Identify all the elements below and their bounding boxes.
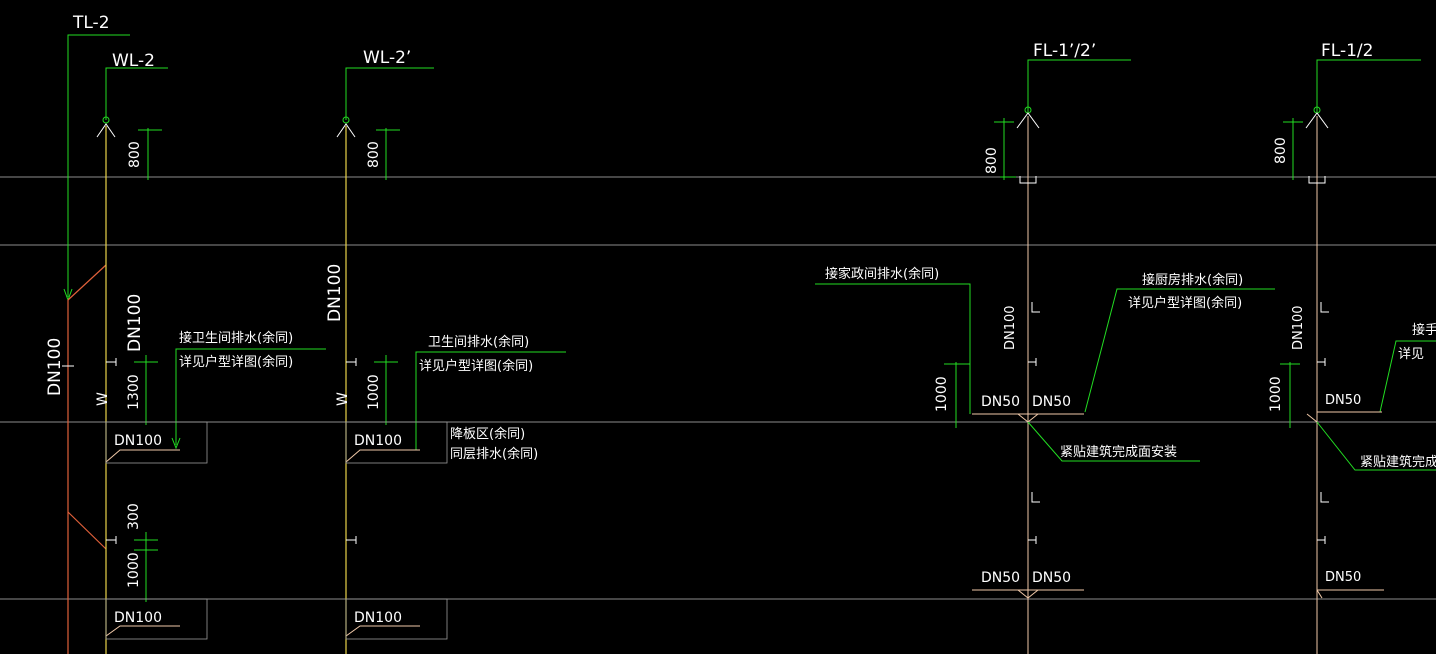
size-label: DN50 [1325,393,1361,408]
leader-line [415,351,566,450]
size-label: DN100 [354,610,402,626]
sunken-box [105,598,208,640]
size-label: DN100 [114,433,162,449]
note-see-unit-detail: 详见户型详图(余同) [1128,295,1242,311]
branch-pipe [345,449,420,463]
size-label: DN100 [325,264,345,322]
sunken-box [345,598,448,640]
dim-800: 800 [127,141,143,168]
branch-pipe [1027,589,1039,599]
leader-line [345,67,434,120]
riser-fl12 [1280,59,1436,654]
dim-300: 300 [126,503,142,530]
note-see-unit-partial: 详见 [1398,347,1424,362]
vent-cap-icon [342,116,350,124]
pipe-label-fl12: FL-1/2 [1321,41,1373,61]
dim-800: 800 [984,147,1000,174]
cleanout-mark [1320,302,1329,313]
note-same-floor-drain: 同层排水(余同) [450,446,538,462]
leader-line [1027,59,1131,112]
pipe-red-branch [67,511,107,550]
vent-cap-icon [96,123,116,138]
cleanout-mark [1031,302,1040,313]
note-laundry-drain: 接家政间排水(余同) [825,266,939,282]
pipe-label-wl2p: WL-2’ [363,48,411,68]
w-mark: W [95,392,111,406]
branch-pipe [1316,589,1323,599]
dim-1000: 1000 [366,374,382,410]
size-label: DN50 [981,394,1020,410]
branch-pipe [1017,589,1029,599]
leader-line [67,34,130,297]
leader-line [1027,421,1200,462]
note-kitchen-drain: 接厨房排水(余同) [1142,272,1243,288]
dim-800: 800 [366,141,382,168]
size-label: DN50 [1032,394,1071,410]
note-toilet-drain: 卫生间排水(余同) [428,334,529,350]
leader-line [105,67,168,120]
leader-line [1316,59,1421,112]
size-label: DN100 [45,338,65,396]
floor-lines [0,176,1436,600]
note-sunken-zone: 降板区(余同) [450,426,525,442]
size-label: DN50 [981,570,1020,586]
pipe-label-wl2: WL-2 [112,51,155,71]
branch-pipe [1306,413,1318,423]
floor-sleeve [1019,176,1037,184]
riser-wl2 [96,67,326,654]
vent-cap-icon [1305,112,1329,129]
dim-1000: 1000 [126,552,142,588]
leader-line [1379,340,1436,413]
cleanout-mark [1320,492,1329,503]
branch-pipe [1027,413,1039,423]
sunken-box [345,421,448,464]
w-mark: W [335,392,351,406]
note-see-unit-detail: 详见户型详图(余同) [179,354,293,370]
cleanout-mark [1031,492,1040,503]
riser-tl2 [62,34,130,654]
dim-1000: 1000 [1268,376,1284,412]
riser-wl2p [336,67,566,654]
size-label: DN50 [1325,570,1361,585]
size-label: DN100 [114,610,162,626]
leader-line [175,348,326,445]
branch-pipe [105,625,180,637]
pipe-label-tl2: TL-2 [72,13,110,33]
branch-pipe [105,449,180,463]
size-label: DN100 [1291,305,1306,350]
vent-cap-icon [336,123,356,138]
note-hand-wash-partial: 接手 [1412,322,1436,338]
size-label: DN100 [125,294,145,352]
arrow-head [171,437,181,450]
sunken-box [105,421,208,464]
branch-pipe [345,625,420,637]
branch-pipe [1017,413,1029,423]
dim-1000: 1000 [934,376,950,412]
size-label: DN100 [354,433,402,449]
leader-line [815,283,971,414]
pipe-red-branch [67,264,107,301]
leader-line [1084,288,1275,413]
note-install-partial: 紧贴建筑完成面 [1360,454,1436,470]
size-label: DN100 [1003,305,1018,350]
dim-1300: 1300 [126,374,142,410]
vent-cap-icon [1016,112,1040,129]
leader-line [1316,421,1436,471]
pipe-label-fl12p: FL-1’/2’ [1033,41,1096,61]
floor-sleeve [1308,176,1326,184]
note-install-at-finish: 紧贴建筑完成面安装 [1060,444,1177,460]
size-label: DN50 [1032,570,1071,586]
riser-fl12p [815,59,1275,654]
dim-800: 800 [1273,137,1289,164]
vent-cap-icon [102,116,110,124]
note-see-unit-detail: 详见户型详图(余同) [419,358,533,374]
note-toilet-drain-same: 接卫生间排水(余同) [179,330,293,346]
